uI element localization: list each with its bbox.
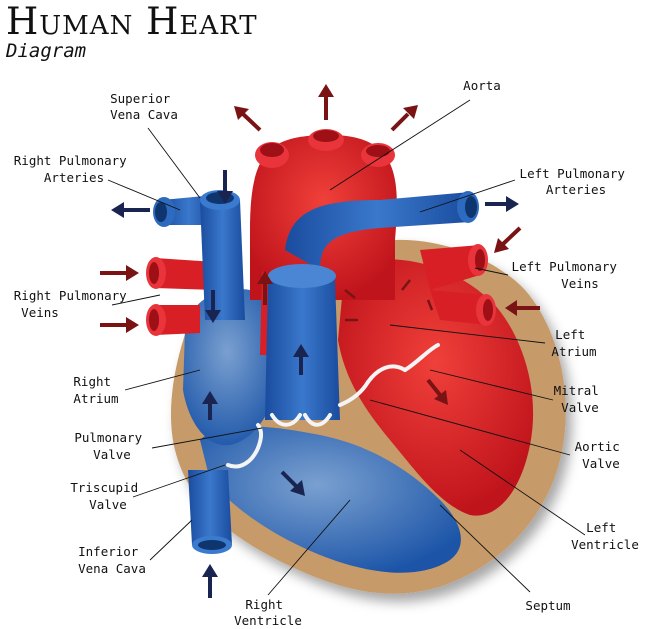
- leader-lines: [107, 99, 586, 596]
- label-right-pulmonary-veins: Right Pulmonary Veins: [14, 288, 134, 320]
- left-pulmonary-veins-vessel: [420, 244, 496, 326]
- label-inferior-vena-cava: Inferior Vena Cava: [78, 544, 146, 576]
- label-left-pulmonary-veins: Left Pulmonary Veins: [512, 259, 625, 291]
- right-pulmonary-veins-vessel: [146, 257, 215, 336]
- label-left-pulmonary-arteries: Left Pulmonary Arteries: [520, 166, 633, 197]
- diagram-subtitle: Diagram: [6, 40, 87, 62]
- right-ventricle-chamber: [200, 426, 461, 573]
- label-mitral-valve: Mitral Valve: [554, 383, 607, 415]
- inferior-vena-cava-vessel: [188, 470, 232, 554]
- diagram-title: Human Heart: [6, 0, 258, 43]
- labels: Superior Vena Cava Right Pulmonary Arter…: [14, 78, 639, 628]
- superior-vena-cava-vessel: [200, 190, 245, 320]
- label-left-ventricle: Left Ventricle: [571, 520, 639, 552]
- label-triscupid-valve: Triscupid Valve: [70, 480, 145, 512]
- label-left-atrium: Left Atrium: [551, 327, 596, 359]
- label-septum: Septum: [525, 598, 570, 613]
- label-right-atrium: Right Atrium: [73, 374, 118, 406]
- valves: [226, 343, 440, 469]
- label-superior-vena-cava: Superior Vena Cava: [110, 91, 178, 122]
- label-aorta: Aorta: [463, 78, 501, 93]
- label-pulmonary-valve: Pulmonary Valve: [74, 430, 149, 462]
- label-aortic-valve: Aortic Valve: [575, 439, 628, 471]
- label-right-pulmonary-arteries: Right Pulmonary Arteries: [14, 153, 134, 185]
- pulmonary-trunk-vessel: [265, 264, 340, 420]
- flow-arrows: [100, 84, 540, 598]
- label-right-ventricle: Right Ventricle: [234, 597, 302, 628]
- right-atrium-chamber: [183, 289, 282, 446]
